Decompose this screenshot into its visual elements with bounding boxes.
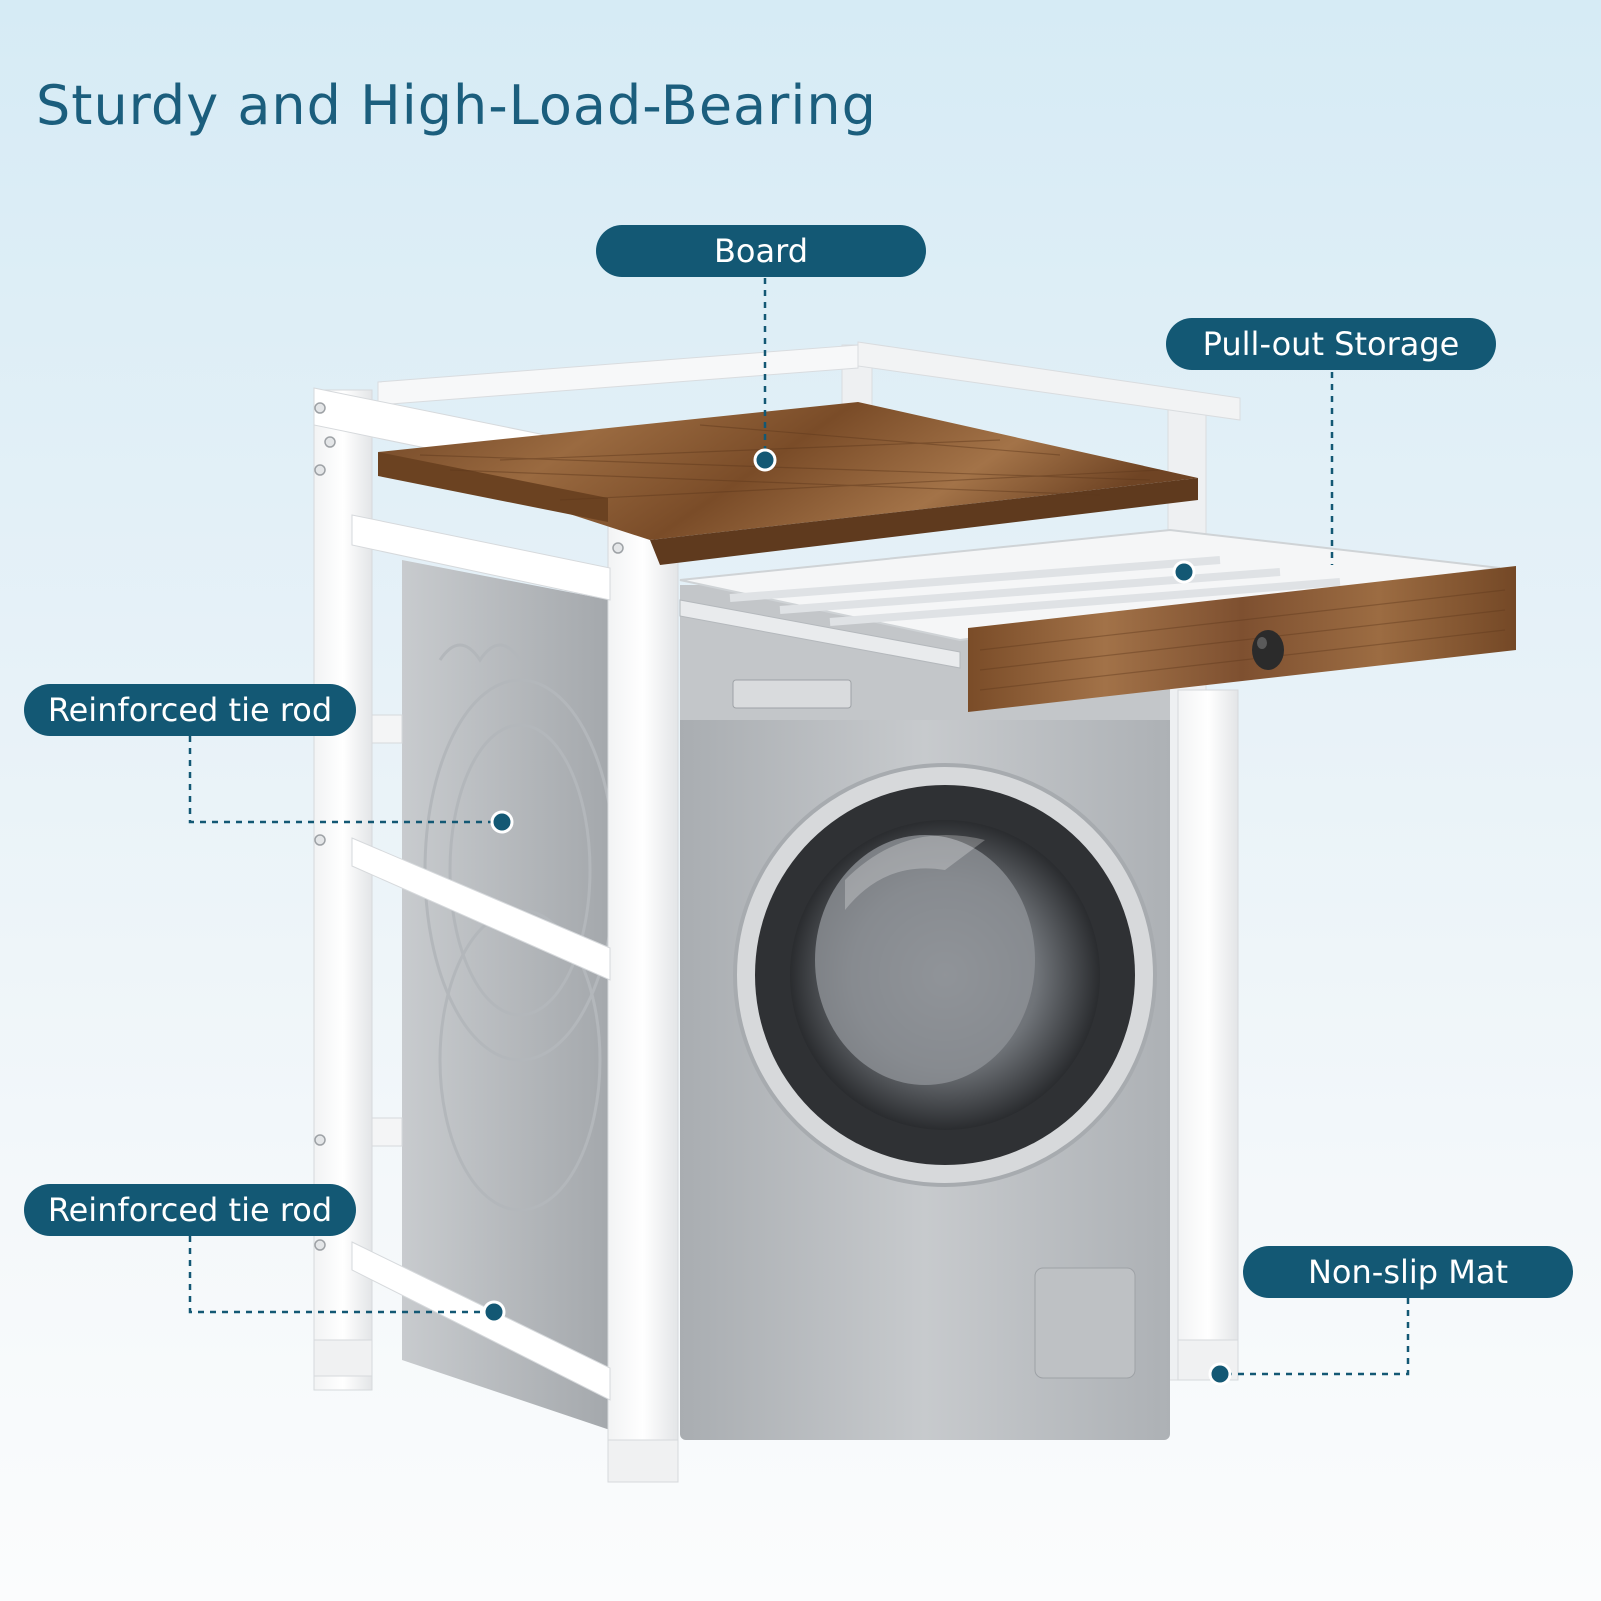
callout-board: Board [596,225,926,277]
foot-left [313,1339,373,1377]
drawer-front [968,566,1516,712]
drawer-wood-grain [979,589,1506,691]
washer-side [402,560,610,1430]
drawer-knob-icon [1252,630,1284,670]
top-board-edge [650,478,1198,565]
foot-inner [607,1439,679,1483]
callout-pull-out-storage: Pull-out Storage [1166,318,1496,370]
drawer-slide-rail [679,599,961,669]
washer-filter-door [1034,1267,1136,1379]
board-wood-grain [419,424,1161,501]
washer-glass-highlight [845,835,985,910]
tie-rod-stub-upper [371,714,403,744]
tie-rod-middle [351,837,611,981]
callout-leader-lines [188,278,1410,1376]
tie-rod-lower [351,1241,611,1401]
callout-reinforced-tie-rod-lower: Reinforced tie rod [24,1184,356,1236]
top-board-left-edge [378,452,608,522]
tie-rod-top [351,514,611,601]
frame-screws [314,402,624,1251]
frame-top-back-rail [377,344,859,406]
frame-front-left-inner-post [607,461,679,1483]
callout-non-slip-mat: Non-slip Mat [1243,1246,1573,1298]
callout-reinforced-tie-rod-upper: Reinforced tie rod [24,684,356,736]
drawer-slats [729,556,1341,626]
frame-front-right-post [1177,689,1239,1381]
washer-detergent-drawer [732,679,852,709]
frame-top-right-rail [857,341,1241,421]
callout-dots [482,448,1232,1386]
page-title: Sturdy and High-Load-Bearing [36,74,877,138]
top-board-surface [378,402,1198,540]
washer-drum-inner [815,835,1035,1085]
tie-rod-stub-lower [371,1117,403,1147]
